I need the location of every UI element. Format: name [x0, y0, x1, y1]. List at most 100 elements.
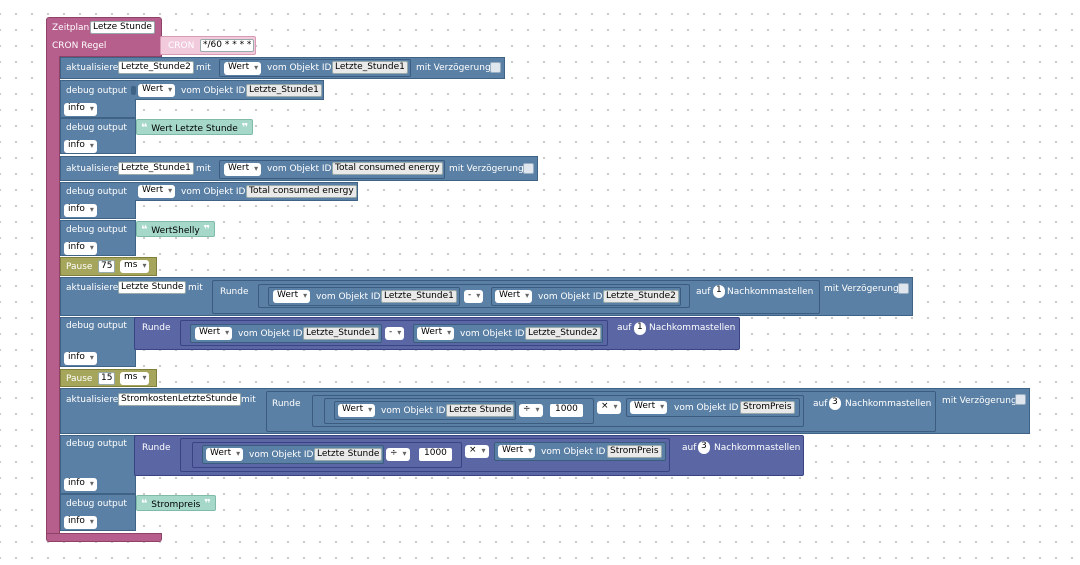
debug-3-object-id[interactable]: Total consumed energy: [246, 185, 357, 198]
debug-5-level-dropdown[interactable]: info: [64, 352, 97, 365]
schedule-name-field[interactable]: Letze Stunde: [90, 21, 155, 34]
update-3-operator[interactable]: -: [464, 290, 484, 303]
debug-1-label: debug output: [66, 86, 127, 96]
update-1-with: mit: [196, 63, 211, 73]
debug-4-text[interactable]: ❝ WertShelly ❞: [136, 221, 216, 237]
update-4-value-b-dropdown[interactable]: Wert: [630, 401, 668, 414]
update-2-delay-checkbox[interactable]: [523, 163, 534, 174]
debug-1-object-id[interactable]: Letzte_Stunde1: [246, 84, 322, 97]
debug-7-level-dropdown[interactable]: info: [64, 516, 97, 529]
debug-1-value-dropdown[interactable]: Wert: [138, 84, 176, 97]
update-4-round: Runde: [272, 399, 301, 409]
debug-3-label: debug output: [66, 187, 127, 197]
update-3-label: aktualisiere: [66, 283, 119, 293]
debug-5-from-object-b: vom Objekt ID: [460, 329, 525, 339]
update-3-object-id-b[interactable]: Letzte_Stunde2: [603, 290, 679, 303]
update-3-object-id-a[interactable]: Letzte_Stunde1: [381, 290, 457, 303]
debug-6-from-object-a: vom Objekt ID: [249, 450, 314, 460]
debug-5-value-b-dropdown[interactable]: Wert: [417, 327, 455, 340]
update-3-target[interactable]: Letzte Stunde: [118, 281, 187, 294]
debug-6-level-dropdown[interactable]: info: [64, 478, 97, 491]
update-1-value-dropdown[interactable]: Wert: [224, 62, 262, 75]
update-4-object-id-b[interactable]: StromPreis: [740, 401, 795, 414]
update-4-divide-operator[interactable]: ÷: [519, 404, 543, 417]
update-2-with: mit: [196, 164, 211, 174]
debug-1-level-dropdown[interactable]: info: [64, 103, 97, 116]
pause-1-value[interactable]: 75: [98, 260, 116, 273]
update-1-object-id[interactable]: Letzte_Stunde1: [332, 61, 408, 74]
pause-2-value[interactable]: 15: [98, 372, 116, 385]
update-2-label: aktualisiere: [66, 164, 119, 174]
update-1-target[interactable]: Letzte_Stunde2: [118, 61, 194, 74]
update-4-object-id-a[interactable]: Letzte Stunde: [446, 404, 515, 417]
update-3-digits[interactable]: 1: [713, 285, 725, 298]
pause-1-unit-dropdown[interactable]: ms: [120, 260, 150, 273]
debug-6-divide-operator[interactable]: ÷: [386, 448, 410, 461]
debug-5-decimals: Nachkommastellen: [649, 323, 736, 333]
schedule-block-footer: [46, 533, 162, 542]
update-1-from-object: vom Objekt ID: [267, 63, 332, 73]
update-4-value-a-dropdown[interactable]: Wert: [338, 404, 376, 417]
schedule-label: Zeitplan: [52, 23, 90, 33]
cron-rule-label: CRON Regel: [52, 41, 107, 51]
debug-4-level-dropdown[interactable]: info: [64, 242, 97, 255]
debug-6-object-id-a[interactable]: Letzte Stunde: [314, 448, 383, 461]
update-2-object-id[interactable]: Total consumed energy: [332, 162, 443, 175]
update-1-delay-checkbox[interactable]: [490, 62, 501, 73]
debug-7-text-value: Strompreis: [151, 500, 201, 510]
update-4-target[interactable]: StromkostenLetzteStunde: [118, 393, 241, 406]
update-3-value-a-dropdown[interactable]: Wert: [273, 290, 311, 303]
debug-3-level-dropdown[interactable]: info: [64, 204, 97, 217]
update-3-value-b-dropdown[interactable]: Wert: [495, 290, 533, 303]
debug-2-text[interactable]: ❝ Wert Letzte Stunde ❞: [136, 119, 254, 135]
update-4-with: mit: [241, 395, 256, 405]
update-1-label: aktualisiere: [66, 63, 119, 73]
update-4-delay: mit Verzögerung: [942, 396, 1017, 406]
debug-6-label: debug output: [66, 439, 127, 449]
debug-5-label: debug output: [66, 321, 127, 331]
update-3-from-object-a: vom Objekt ID: [316, 292, 381, 302]
schedule-block-left-rail: [46, 56, 60, 534]
cron-value-field[interactable]: */60 * * * *: [200, 39, 255, 52]
debug-6-multiply-operator[interactable]: ×: [465, 445, 489, 458]
update-4-decimals: Nachkommastellen: [845, 399, 932, 409]
update-4-digits[interactable]: 3: [829, 397, 841, 410]
debug-6-digits[interactable]: 3: [698, 441, 710, 454]
update-3-with: mit: [188, 283, 203, 293]
debug-3-from-object: vom Objekt ID: [181, 187, 246, 197]
update-4-delay-checkbox[interactable]: [1015, 394, 1026, 405]
debug-2-label: debug output: [66, 123, 127, 133]
update-4-to: auf: [813, 399, 828, 409]
debug-6-decimals: Nachkommastellen: [714, 443, 801, 453]
update-4-divisor[interactable]: 1000: [550, 404, 583, 417]
debug-5-operator[interactable]: -: [385, 327, 405, 340]
debug-1-plug: [131, 86, 136, 95]
debug-6-from-object-b: vom Objekt ID: [541, 447, 606, 457]
update-4-from-object-b: vom Objekt ID: [674, 403, 739, 413]
debug-6-divisor[interactable]: 1000: [419, 448, 452, 461]
update-3-delay: mit Verzögerung: [824, 284, 899, 294]
debug-1-from-object: vom Objekt ID: [181, 86, 246, 96]
update-4-multiply-operator[interactable]: ×: [597, 401, 621, 414]
debug-5-value-a-dropdown[interactable]: Wert: [195, 327, 233, 340]
debug-5-object-id-b[interactable]: Letzte_Stunde2: [525, 327, 601, 340]
debug-6-value-a-dropdown[interactable]: Wert: [206, 448, 244, 461]
debug-2-text-value: Wert Letzte Stunde: [151, 124, 238, 134]
pause-2-label: Pause: [66, 374, 93, 384]
debug-6-round: Runde: [142, 443, 171, 453]
debug-6-value-b-dropdown[interactable]: Wert: [498, 445, 536, 458]
debug-3-value-dropdown[interactable]: Wert: [138, 185, 176, 198]
pause-2-unit-dropdown[interactable]: ms: [120, 372, 150, 385]
debug-5-from-object-a: vom Objekt ID: [238, 329, 303, 339]
debug-5-to: auf: [617, 323, 632, 333]
debug-7-text[interactable]: ❝ Strompreis ❞: [136, 495, 216, 511]
debug-5-object-id-a[interactable]: Letzte_Stunde1: [303, 327, 379, 340]
update-3-from-object-b: vom Objekt ID: [538, 292, 603, 302]
debug-2-level-dropdown[interactable]: info: [64, 140, 97, 153]
update-3-delay-checkbox[interactable]: [898, 283, 909, 294]
update-3-to: auf: [696, 287, 711, 297]
update-2-value-dropdown[interactable]: Wert: [224, 163, 262, 176]
update-2-target[interactable]: Letzte_Stunde1: [118, 162, 194, 175]
debug-6-object-id-b[interactable]: StromPreis: [607, 445, 662, 458]
debug-5-digits[interactable]: 1: [634, 322, 646, 335]
